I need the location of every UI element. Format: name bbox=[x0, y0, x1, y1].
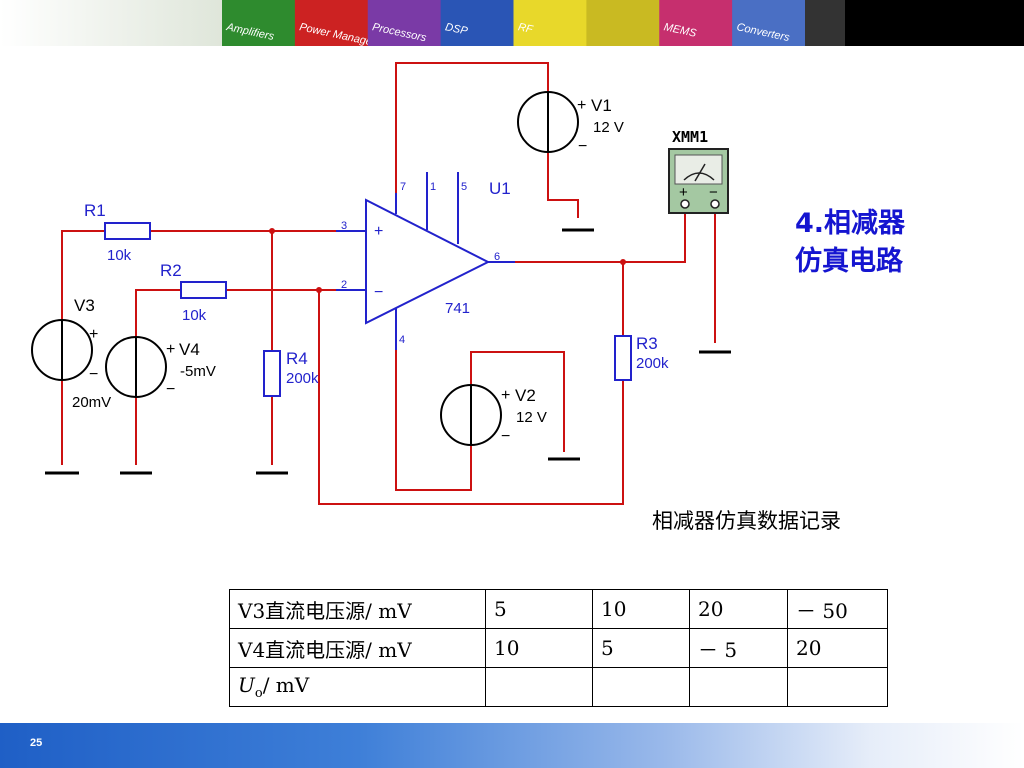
v3-name: V3 bbox=[74, 296, 95, 315]
voltage-source-v2: + V2 12 V − bbox=[440, 384, 547, 446]
table-cell: － 50 bbox=[787, 589, 888, 629]
table-cell: 5 bbox=[485, 589, 593, 629]
page-number: 25 bbox=[30, 737, 43, 749]
uo-symbol: U bbox=[238, 673, 255, 697]
v2-name: V2 bbox=[515, 386, 536, 405]
r2-name: R2 bbox=[160, 261, 182, 280]
uo-unit: / mV bbox=[262, 673, 310, 697]
multimeter-minus-terminal[interactable] bbox=[710, 199, 720, 209]
subtractor-circuit-diagram: + − 7 1 5 3 2 6 4 U1 741 + V1 12 V − + V… bbox=[31, 62, 731, 505]
table-caption: 相减器仿真数据记录 bbox=[652, 509, 841, 533]
resistor-r1: R1 10k bbox=[84, 201, 151, 264]
simulation-data-table: V3直流电压源/ mV 5 10 20 － 50 V4直流电压源/ mV 10 … bbox=[229, 589, 888, 707]
table-cell: V4直流电压源/ mV bbox=[229, 628, 486, 668]
v2-value: 12 V bbox=[516, 409, 547, 426]
opamp-pin-1: 1 bbox=[430, 181, 436, 193]
multimeter-xmm1[interactable]: XMM1 + − bbox=[668, 128, 729, 214]
v1-value: 12 V bbox=[593, 119, 624, 136]
table-cell: V3直流电压源/ mV bbox=[229, 589, 486, 629]
banner-tile bbox=[294, 0, 369, 46]
slide-title-line-2: 仿真电路 bbox=[795, 246, 903, 277]
voltage-source-v4: + V4 -5mV − bbox=[105, 336, 216, 398]
v1-plus: + bbox=[577, 97, 586, 114]
table-row: V4直流电压源/ mV 10 5 － 5 20 bbox=[229, 628, 888, 668]
opamp-pin-7: 7 bbox=[400, 181, 406, 193]
table-cell-empty[interactable] bbox=[485, 667, 593, 707]
v1-name: V1 bbox=[591, 96, 612, 115]
table-row: Uo/ mV bbox=[229, 667, 888, 707]
multimeter-label: XMM1 bbox=[672, 128, 708, 146]
banner-tile bbox=[367, 0, 442, 46]
banner-tile-label: DSP bbox=[444, 21, 469, 38]
v2-minus: − bbox=[501, 428, 510, 445]
banner-tile bbox=[659, 0, 733, 46]
opamp-pin-2: 2 bbox=[341, 279, 347, 291]
multimeter-plus-terminal[interactable] bbox=[680, 199, 690, 209]
multimeter-minus: − bbox=[709, 184, 718, 201]
voltage-source-v3: V3 + − 20mV bbox=[31, 296, 111, 411]
r2-value: 10k bbox=[182, 307, 207, 324]
multimeter-plus: + bbox=[679, 184, 688, 201]
v4-minus: − bbox=[166, 381, 175, 398]
table-cell-uo-label: Uo/ mV bbox=[229, 667, 486, 707]
r1-name: R1 bbox=[84, 201, 106, 220]
r4-value: 200k bbox=[286, 370, 319, 387]
opamp-pin-4: 4 bbox=[399, 334, 405, 346]
v4-plus: + bbox=[166, 341, 175, 358]
banner-tile bbox=[732, 0, 806, 46]
v2-plus: + bbox=[501, 387, 510, 404]
footer-bar: 25 bbox=[0, 723, 1024, 768]
r3-value: 200k bbox=[636, 355, 669, 372]
v4-name: V4 bbox=[179, 340, 200, 359]
table-cell: － 5 bbox=[689, 628, 788, 668]
opamp-model-label: 741 bbox=[445, 300, 470, 317]
opamp-minus-sign: − bbox=[374, 284, 383, 301]
banner-tile-label: RF bbox=[517, 21, 535, 36]
v3-plus: + bbox=[89, 326, 98, 343]
resistor-r4: R4 200k bbox=[263, 349, 319, 397]
opamp-pin-6: 6 bbox=[494, 251, 500, 263]
uo-subscript: o bbox=[254, 686, 263, 701]
slide-title: 4.相减器 仿真电路 bbox=[795, 205, 905, 281]
v1-minus: − bbox=[578, 138, 587, 155]
table-cell: 20 bbox=[787, 628, 888, 668]
opamp-ref-label: U1 bbox=[489, 179, 511, 198]
table-cell: 10 bbox=[592, 589, 690, 629]
table-cell-empty[interactable] bbox=[689, 667, 788, 707]
opamp-plus-sign: + bbox=[374, 223, 383, 240]
v3-value: 20mV bbox=[72, 394, 111, 411]
voltage-source-v1: + V1 12 V − bbox=[517, 91, 624, 155]
resistor-r2: R2 10k bbox=[160, 261, 227, 324]
table-row: V3直流电压源/ mV 5 10 20 － 50 bbox=[229, 589, 888, 629]
banner-tile bbox=[440, 0, 514, 46]
table-cell-empty[interactable] bbox=[787, 667, 888, 707]
table-cell-empty[interactable] bbox=[592, 667, 690, 707]
opamp-pin-5: 5 bbox=[461, 181, 467, 193]
table-cell: 5 bbox=[592, 628, 690, 668]
r3-name: R3 bbox=[636, 334, 658, 353]
r1-value: 10k bbox=[107, 247, 132, 264]
banner-tile bbox=[513, 0, 587, 46]
opamp-pin-3: 3 bbox=[341, 220, 347, 232]
slide-title-line-1: 4.相减器 bbox=[795, 208, 906, 239]
opamp-u1: + − 7 1 5 3 2 6 4 U1 741 bbox=[336, 172, 515, 350]
resistor-r3: R3 200k bbox=[614, 334, 669, 381]
v3-minus: − bbox=[89, 366, 98, 383]
v4-value: -5mV bbox=[180, 363, 216, 380]
banner-tile bbox=[222, 0, 296, 46]
table-cell: 10 bbox=[485, 628, 593, 668]
r4-name: R4 bbox=[286, 349, 308, 368]
banner-tile bbox=[586, 0, 660, 46]
table-cell: 20 bbox=[689, 589, 788, 629]
